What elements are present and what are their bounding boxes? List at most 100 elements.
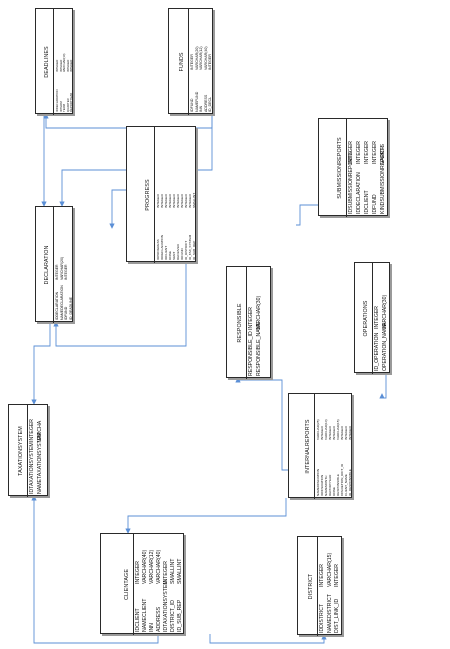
field-row: REPORTYEAR INTEGER xyxy=(69,11,78,112)
field-type: VARCHAR(40) xyxy=(156,549,162,584)
field-name: NAMEFUND xyxy=(194,91,199,112)
field-type: INTEGER xyxy=(29,418,35,442)
title-separator xyxy=(317,537,318,636)
field-name: INN xyxy=(149,623,155,632)
field-type: SMALLINT xyxy=(192,192,196,208)
title-separator xyxy=(314,394,315,499)
field-name: IDFUND xyxy=(64,306,68,320)
entity-title: RESPONSIBLE xyxy=(237,303,243,343)
field-type: INTEGER xyxy=(372,140,378,164)
field-type: INTEGER xyxy=(248,306,254,330)
field-name: IDDECLARATION xyxy=(356,172,362,214)
field-name: REPORTYEAR xyxy=(69,92,74,112)
field-type: VARCHAR(15) xyxy=(326,552,333,587)
field-row: ID_SUB_REP SMALLINT xyxy=(192,129,201,260)
link-operations-internal xyxy=(379,373,387,399)
link-internal-clientage xyxy=(125,498,287,534)
entity-title: CLIENTAGE xyxy=(124,568,130,601)
field-name: ID_DEADLINE xyxy=(68,297,73,320)
entity-declaration[interactable]: DECLARATION IDDECLARATION INTEGER NAMEDECLA… xyxy=(35,206,73,323)
field-name: IDTAXATIONSYSTEM xyxy=(163,580,169,632)
field-name: ID_SUB_REP xyxy=(177,599,183,632)
link-progress-declaration xyxy=(109,189,126,229)
field-name: OPERATION_NAME xyxy=(382,322,388,371)
field-type: INTEGER xyxy=(163,560,169,584)
title-separator xyxy=(53,9,54,115)
field-type: SMALLINT xyxy=(170,558,176,584)
field-name: ADDRESS xyxy=(203,94,208,112)
field-type: VARCHAR(12) xyxy=(199,46,204,70)
field-name: ID_SUB_REP xyxy=(192,240,196,260)
entity-title: OPERATIONS xyxy=(363,300,369,337)
field-type: INTEGER xyxy=(69,59,74,72)
field-name: IDDISTRICT xyxy=(319,603,325,633)
field-type: INTEGER xyxy=(374,305,380,329)
link-declaration-taxationsystem xyxy=(31,322,51,405)
entity-title: FUNDS xyxy=(179,52,185,72)
entity-title: INTERNALREPORTS xyxy=(305,419,311,474)
field-row: DIST_LINK_ID INTEGER xyxy=(334,539,343,633)
field-name: DIST_LINK_ID xyxy=(334,598,341,633)
field-type: INTEGER xyxy=(356,140,362,164)
entity-title: DECLARATION xyxy=(44,245,50,285)
title-separator xyxy=(188,9,189,115)
field-name: IDCLIENT xyxy=(364,190,370,214)
field-name: NAMECLIENT xyxy=(142,598,148,632)
title-separator xyxy=(372,263,373,374)
title-separator xyxy=(27,405,28,497)
field-name: DISTRICT_ID xyxy=(170,600,176,632)
field-name: RESPONSIBLE_ID xyxy=(248,331,254,376)
field-type: INTEGER xyxy=(135,560,141,584)
field-name: IDFUND xyxy=(190,98,194,112)
field-type: INTEGER xyxy=(348,140,354,164)
field-name: ID_OPERATION xyxy=(374,332,380,371)
field-type: INTEGER xyxy=(319,563,325,587)
field-type: VARCHA xyxy=(37,420,43,442)
field-type: INTEGER xyxy=(64,264,68,280)
field-name: ID_DECL xyxy=(208,96,213,112)
entity-title: PROGRESS xyxy=(145,179,151,211)
field-type: INTEGER xyxy=(55,264,59,280)
entity-title: DISTRICT xyxy=(308,573,314,600)
field-type: INTEGER xyxy=(208,54,213,70)
field-name: ADDRESS xyxy=(156,606,162,632)
field-type: VARCHAR(20) xyxy=(59,256,64,280)
field-name: IDFUND xyxy=(372,194,378,214)
field-type: VARCHAR(40) xyxy=(142,549,148,584)
title-separator xyxy=(346,119,347,217)
field-type: VARCHAR(40) xyxy=(203,46,208,70)
title-separator xyxy=(246,267,247,379)
field-type: INTEGER xyxy=(190,54,194,70)
field-name: IDDECLARATION xyxy=(55,291,59,320)
title-separator xyxy=(154,127,155,263)
field-type: VARCHAR(12) xyxy=(149,549,155,584)
field-type: INTEGER xyxy=(364,140,370,164)
entity-title: DEADLINES xyxy=(44,46,50,78)
field-type: VARCHAR(30) xyxy=(382,294,388,329)
field-row: ID_DECL INTEGER xyxy=(208,11,217,112)
field-type: INTEGER xyxy=(334,563,341,587)
link-submission-progress xyxy=(296,204,318,226)
field-type: INTEGER xyxy=(348,426,352,440)
field-type: VARCHAR(20) xyxy=(194,46,199,70)
field-name: NAMEDECLARATION xyxy=(59,285,64,320)
entity-title: SUBMISSIONREPORTS xyxy=(337,137,343,199)
field-type: VARCHAR(30) xyxy=(256,295,262,330)
